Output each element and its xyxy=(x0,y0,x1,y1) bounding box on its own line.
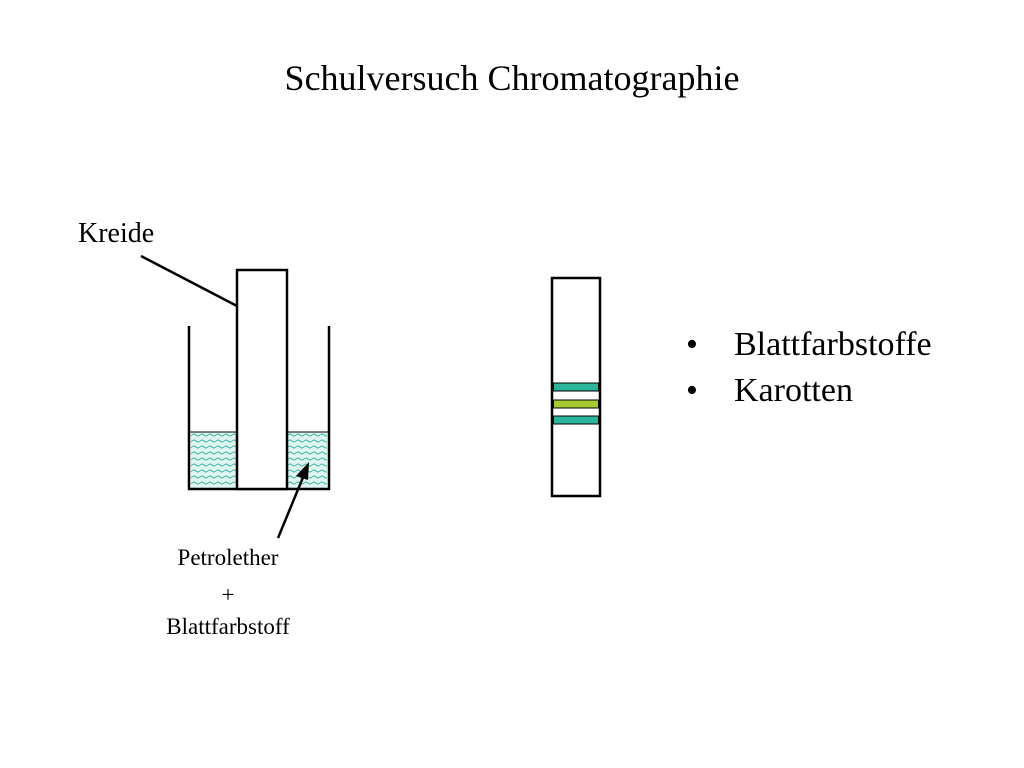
slide-title: Schulversuch Chromatographie xyxy=(284,58,740,98)
bullet-text-blattfarbstoffe: Blattfarbstoffe xyxy=(734,326,932,363)
bullet-list: • Blattfarbstoffe • Karotten xyxy=(686,322,932,414)
pigment-band-2 xyxy=(553,399,599,409)
bullet-marker: • xyxy=(686,326,698,363)
solvent-caption-line2: + xyxy=(221,582,235,607)
chalk-leader-line xyxy=(140,254,238,308)
pigment-band-3 xyxy=(553,415,599,425)
solvent-liquid-left xyxy=(191,432,237,488)
bullet-text-karotten: Karotten xyxy=(734,372,853,409)
chalk-stick xyxy=(235,268,289,491)
solvent-arrowhead xyxy=(296,462,309,480)
solvent-arrow-line xyxy=(276,474,306,539)
bullet-item: • Blattfarbstoffe xyxy=(686,322,932,368)
chalk-label: Kreide xyxy=(78,218,155,249)
solvent-caption-line3: Blattfarbstoff xyxy=(166,614,290,639)
bullet-marker: • xyxy=(686,372,698,409)
solvent-caption-line1: Petrolether xyxy=(177,545,279,570)
bullet-item: • Karotten xyxy=(686,368,932,414)
pigment-band-1 xyxy=(553,382,599,392)
